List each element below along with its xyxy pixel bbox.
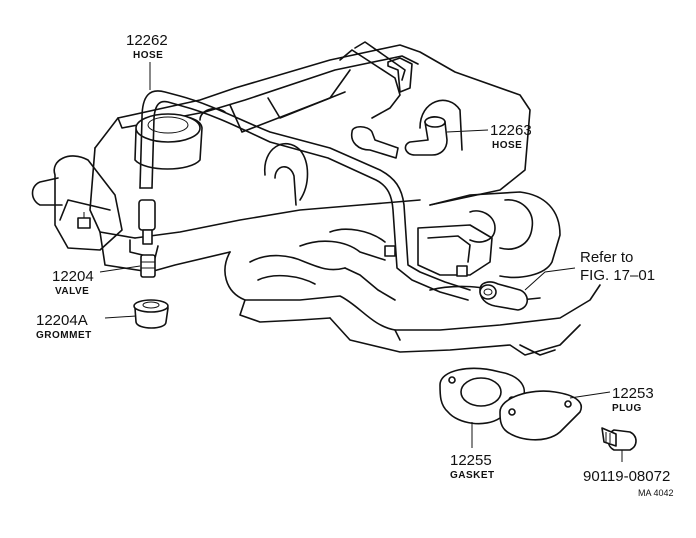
figure-code: MA 4042 [638, 488, 674, 498]
leader-lines [99, 62, 623, 462]
label-grommet-12204a: 12204A GROMMET [36, 312, 92, 341]
hose-union-fitting [479, 281, 529, 311]
bolt-part [601, 427, 637, 451]
label-bolt: 90119-08072 [583, 468, 670, 485]
label-refer-fig: Refer to FIG. 17–01 [580, 249, 655, 284]
valve-name: VALVE [55, 286, 89, 297]
hose-12262-part [139, 90, 471, 301]
valve-number: 12204 [52, 268, 94, 285]
plug-name: PLUG [612, 403, 642, 414]
grommet-name: GROMMET [36, 330, 92, 341]
hose-12263-name: HOSE [492, 140, 522, 151]
bolt-number: 90119-08072 [583, 468, 670, 485]
intake-manifold [224, 191, 601, 356]
refer-line1: Refer to [580, 249, 633, 266]
label-gasket-12255: 12255 GASKET [450, 452, 495, 481]
hose-12263-number: 12263 [490, 122, 532, 139]
gasket-name: GASKET [450, 470, 495, 481]
label-valve-12204: 12204 VALVE [52, 268, 94, 297]
hose-12262-name: HOSE [133, 50, 163, 61]
plug-number: 12253 [612, 385, 654, 402]
label-hose-12262: 12262 HOSE [126, 32, 168, 61]
gasket-number: 12255 [450, 452, 492, 469]
plug-part [499, 390, 582, 441]
label-plug-12253: 12253 PLUG [612, 385, 654, 414]
refer-line2: FIG. 17–01 [580, 267, 655, 284]
hose-12262-number: 12262 [126, 32, 168, 49]
engine-body [31, 41, 531, 273]
pcv-valve-part [138, 199, 156, 278]
grommet-number: 12204A [36, 312, 88, 329]
label-hose-12263: 12263 HOSE [490, 122, 532, 151]
hose-12263-part [350, 115, 448, 159]
grommet-part [133, 299, 169, 329]
